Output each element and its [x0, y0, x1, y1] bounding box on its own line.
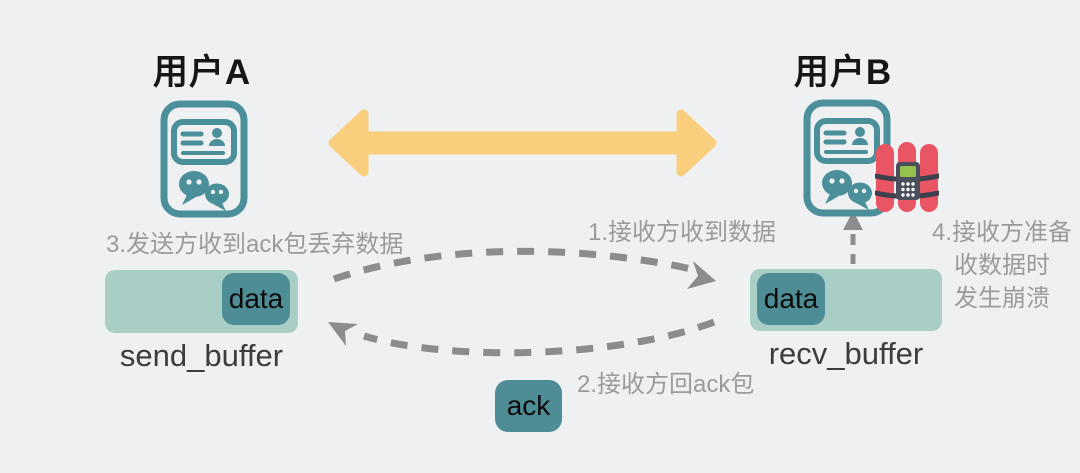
data-transfer-arrow [332, 247, 716, 289]
data-packet-recv-label: data [763, 283, 819, 314]
ack-packet-label: ack [506, 390, 551, 421]
chat-bubbles-glyph [179, 171, 229, 211]
annotation-step3: 3.发送方收到ack包丢弃数据 [106, 231, 404, 258]
wechat-profile-icon [160, 100, 248, 218]
detonator-screen [900, 166, 916, 177]
send-buffer-label: send_buffer [119, 338, 284, 373]
bidirectional-link-arrow [328, 109, 717, 177]
data-packet-recv: data [757, 273, 825, 325]
annotation-step2: 2.接收方回ack包 [577, 371, 755, 398]
annotation-step1: 1.接收方收到数据 [588, 219, 777, 246]
annotation-step4: 4.接收方准备 收数据时 发生崩溃 [931, 219, 1072, 312]
data-packet-send-label: data [228, 283, 284, 314]
ack-packet: ack [495, 380, 562, 432]
ack-return-arrow [328, 318, 716, 357]
chat-bubbles-glyph [822, 170, 872, 210]
user-b-label: 用户B [793, 53, 893, 92]
buffer-to-app-arrow [843, 211, 863, 264]
detonator-keypad [901, 182, 915, 197]
recv-buffer-label: recv_buffer [768, 336, 924, 371]
user-a-label: 用户A [152, 53, 252, 92]
data-packet-send: data [222, 273, 290, 325]
dynamite-icon [875, 142, 939, 212]
